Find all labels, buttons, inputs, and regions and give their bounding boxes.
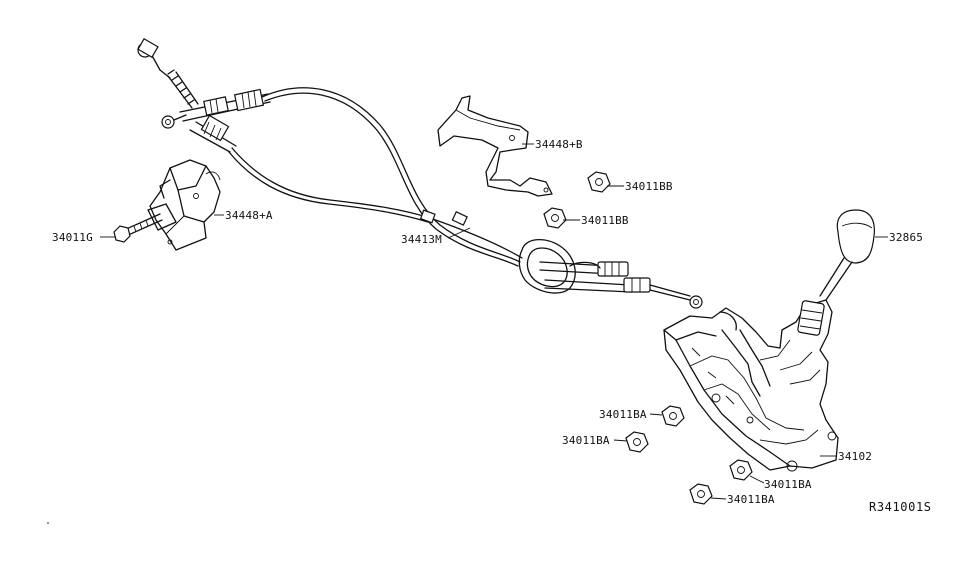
label-34011ba-2: 34011BA — [562, 434, 610, 447]
label-34011ba-4: 34011BA — [727, 493, 775, 506]
label-34011ba-1: 34011BA — [599, 408, 647, 421]
bolt-34011g — [113, 213, 163, 243]
stray-dot — [47, 522, 49, 524]
control-cable-assembly — [137, 37, 703, 309]
shift-device-assembly — [663, 299, 839, 472]
part-labels: 34448+B 34011BB 34011BB 34011G 34448+A 3… — [52, 138, 932, 514]
nut-ba-4 — [689, 483, 713, 505]
nut-bb-upper — [587, 171, 611, 193]
label-34102: 34102 — [838, 450, 872, 463]
shift-knob — [819, 209, 875, 301]
nut-ba-3 — [729, 459, 753, 481]
nut-bb-lower — [543, 207, 567, 229]
label-34448-b: 34448+B — [535, 138, 583, 151]
nut-ba-1 — [661, 405, 685, 427]
label-34011ba-3: 34011BA — [764, 478, 812, 491]
cable-bracket-a — [147, 159, 221, 251]
label-34413m: 34413M — [401, 233, 442, 246]
leader-lines — [100, 143, 888, 500]
nut-ba-2 — [625, 431, 649, 453]
label-32865: 32865 — [889, 231, 923, 244]
label-34011bb-lower: 34011BB — [581, 214, 629, 227]
label-34011bb-upper: 34011BB — [625, 180, 673, 193]
label-34448-a: 34448+A — [225, 209, 273, 222]
diagram-reference-code: R341001S — [869, 500, 932, 514]
label-34011g: 34011G — [52, 231, 93, 244]
cable-bracket-b — [437, 95, 553, 197]
